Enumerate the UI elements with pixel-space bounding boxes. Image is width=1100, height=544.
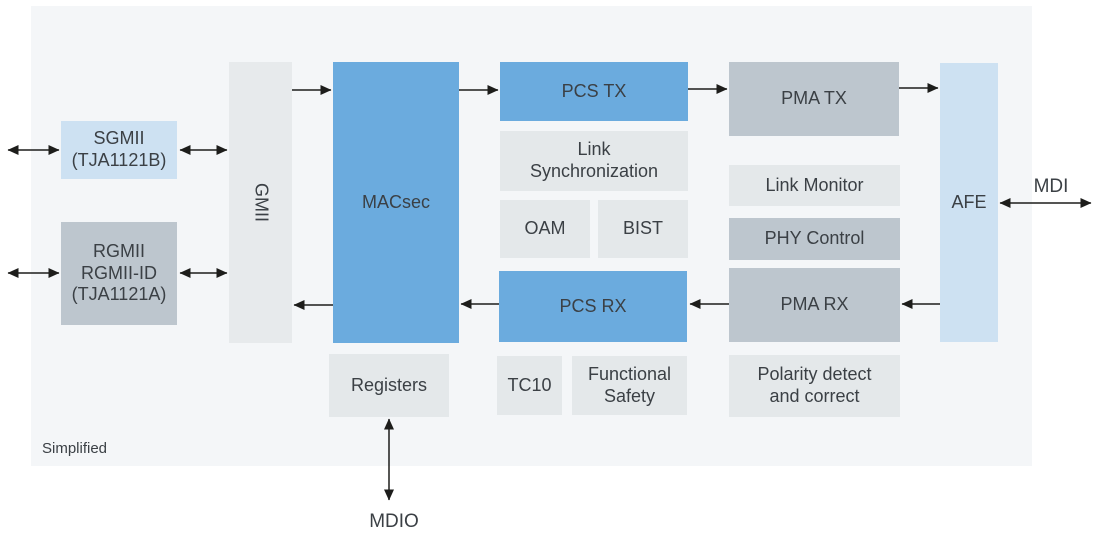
block-phy-control: PHY Control — [729, 218, 900, 260]
block-link-synchronization: Link Synchronization — [500, 131, 688, 191]
mdi-label: MDI — [1033, 176, 1069, 197]
block-afe: AFE — [940, 63, 998, 342]
block-label: OAM — [524, 218, 566, 239]
block-label: BIST — [622, 218, 663, 239]
block-registers: Registers — [329, 354, 449, 417]
block-link-monitor: Link Monitor — [729, 165, 900, 206]
mdio-label: MDIO — [369, 511, 419, 532]
block-label: Functional Safety — [587, 363, 672, 406]
block-label: RGMII RGMII-ID (TJA1121A) — [71, 240, 167, 305]
block-oam: OAM — [500, 200, 590, 258]
block-pma-tx: PMA TX — [729, 62, 899, 136]
simplified-note: Simplified — [42, 440, 108, 457]
block-pma-rx: PMA RX — [729, 268, 900, 342]
block-macsec: MACsec — [333, 62, 459, 343]
block-label: PMA RX — [780, 294, 849, 315]
block-label: Registers — [350, 374, 428, 395]
block-label: Link Monitor — [765, 174, 864, 195]
block-label: Link Synchronization — [529, 139, 659, 181]
block-bist: BIST — [598, 200, 688, 258]
block-label: PMA TX — [781, 88, 847, 109]
block-functional-safety: Functional Safety — [572, 356, 687, 415]
block-pcs-rx: PCS RX — [499, 271, 687, 342]
block-rgmii: RGMII RGMII-ID (TJA1121A) — [61, 222, 177, 325]
block-label: SGMII (TJA1121B) — [71, 128, 167, 170]
block-tc10: TC10 — [497, 356, 562, 415]
block-label: PCS RX — [559, 295, 627, 316]
block-sgmii: SGMII (TJA1121B) — [61, 121, 177, 179]
block-polarity-detect: Polarity detect and correct — [729, 355, 900, 417]
block-label: PHY Control — [764, 228, 865, 249]
block-label: TC10 — [507, 374, 552, 395]
block-label: PCS TX — [561, 80, 627, 101]
block-label: Polarity detect and correct — [757, 364, 872, 406]
block-label: GMII — [251, 183, 272, 222]
block-label: MACsec — [361, 191, 430, 212]
block-pcs-tx: PCS TX — [500, 62, 688, 121]
block-label: AFE — [951, 191, 987, 212]
block-gmii: GMII — [229, 62, 292, 343]
